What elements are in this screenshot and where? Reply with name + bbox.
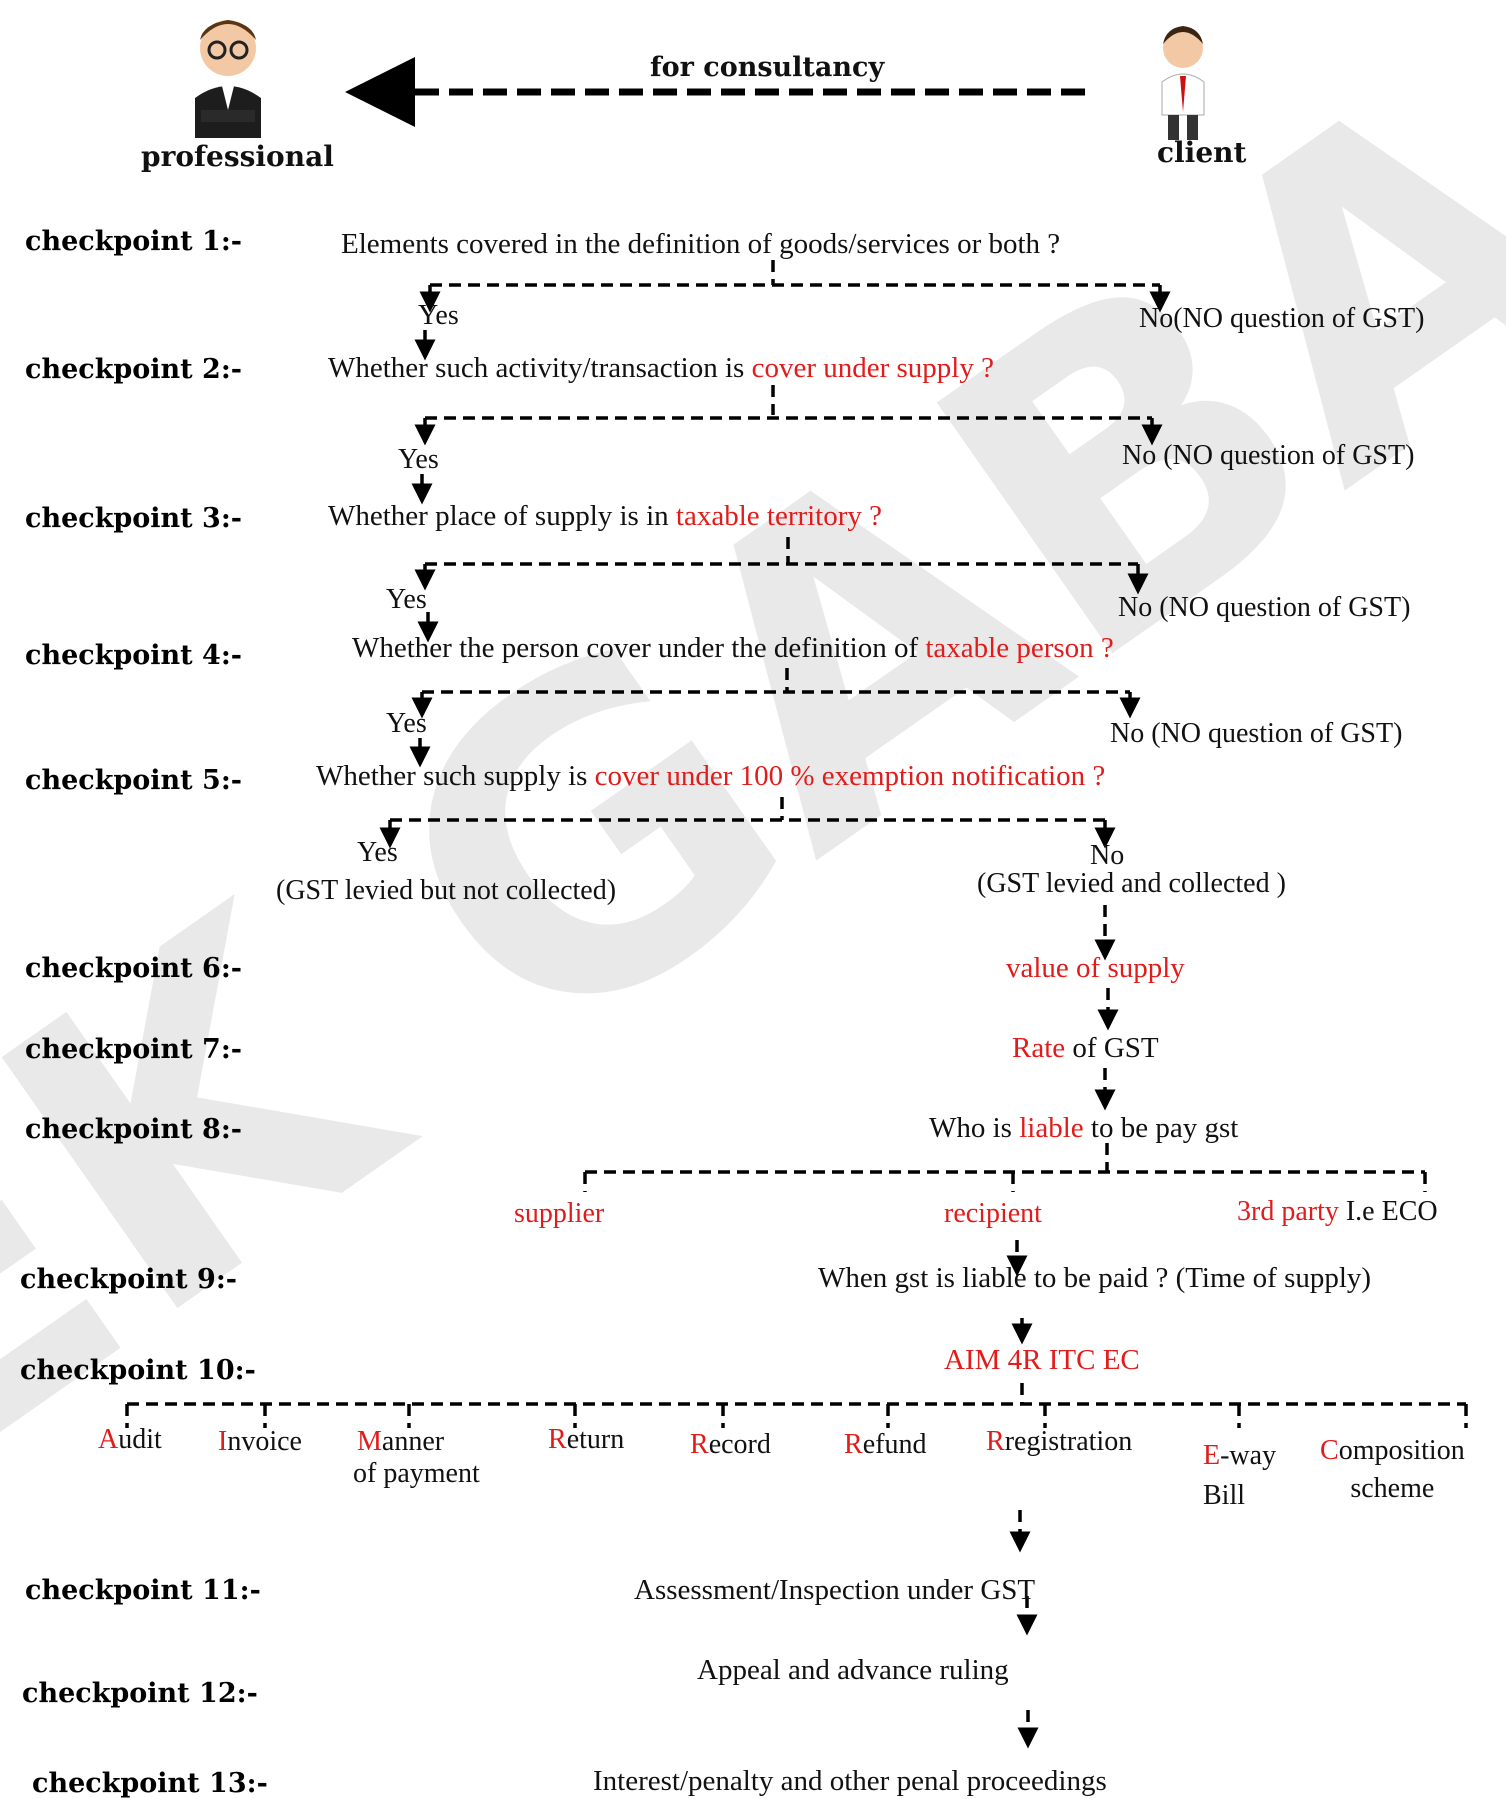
question-6: value of supply xyxy=(1006,952,1185,984)
aim-item-manner-rest: anner xyxy=(381,1426,445,1457)
question-1: Elements covered in the definition of go… xyxy=(341,228,1061,260)
checkpoint-10-label: checkpoint 10:- xyxy=(20,1355,256,1386)
question-5: Whether such supply is cover under 100 %… xyxy=(316,760,1105,793)
answer-4-no: No (NO question of GST) xyxy=(1110,718,1403,749)
professional-avatar-icon xyxy=(183,10,273,138)
liable-third-party-note: I.e ECO xyxy=(1338,1196,1438,1227)
answer-2-no-label: No xyxy=(1122,440,1157,471)
aim-item-registration: Rregistration xyxy=(986,1426,1132,1458)
answer-5-no-note: (GST levied and collected ) xyxy=(977,868,1286,899)
answer-1-no: No(NO question of GST) xyxy=(1139,303,1425,334)
question-3-text: Whether place of supply is in xyxy=(328,500,676,532)
aim-item-composition: Composition scheme xyxy=(1320,1432,1465,1508)
question-10: AIM 4R ITC EC xyxy=(944,1344,1140,1376)
aim-item-eway: E-way Bill xyxy=(1203,1436,1276,1516)
answer-2-yes: Yes xyxy=(398,444,439,475)
answer-5-yes-note: (GST levied but not collected) xyxy=(276,875,617,906)
checkpoint-9-label: checkpoint 9:- xyxy=(20,1264,238,1295)
question-5-highlight: cover under 100 % exemption notification… xyxy=(594,760,1106,792)
question-7-highlight: Rate xyxy=(1012,1032,1066,1064)
answer-2-no-note: (NO question of GST) xyxy=(1156,440,1415,471)
answer-5-yes: Yes xyxy=(357,837,398,868)
question-8-text-c: to be pay gst xyxy=(1083,1112,1239,1144)
aim-item-return: Return xyxy=(548,1424,624,1456)
aim-item-refund-initial: R xyxy=(844,1429,863,1460)
checkpoint-12-label: checkpoint 12:- xyxy=(22,1678,258,1709)
answer-5-no: No xyxy=(1090,840,1125,871)
checkpoint-4-label: checkpoint 4:- xyxy=(25,640,243,671)
aim-item-invoice: Invoice xyxy=(218,1426,302,1458)
question-8: Who is liable to be pay gst xyxy=(929,1112,1238,1145)
liable-third-party-label: 3rd party xyxy=(1237,1196,1339,1227)
question-11: Assessment/Inspection under GST xyxy=(634,1574,1036,1606)
checkpoint-1-label: checkpoint 1:- xyxy=(25,226,243,257)
aim-item-manner-line2: of payment xyxy=(353,1458,480,1489)
aim-item-manner-initial: M xyxy=(357,1426,382,1457)
checkpoint-5-label: checkpoint 5:- xyxy=(25,765,243,796)
question-8-text-a: Who is xyxy=(929,1112,1020,1144)
aim-item-composition-rest: omposition xyxy=(1338,1435,1465,1466)
aim-item-record-rest: ecord xyxy=(708,1429,771,1460)
question-5-text: Whether such supply is xyxy=(316,760,595,792)
client-avatar-icon xyxy=(1148,20,1218,140)
question-13: Interest/penalty and other penal proceed… xyxy=(593,1765,1107,1797)
aim-item-registration-initial: R xyxy=(986,1426,1005,1457)
aim-item-manner: Manner of payment xyxy=(353,1426,480,1490)
liable-recipient: recipient xyxy=(944,1198,1042,1229)
question-4-text: Whether the person cover under the defin… xyxy=(352,632,926,664)
checkpoint-7-label: checkpoint 7:- xyxy=(25,1034,243,1065)
aim-item-eway-line2: Bill xyxy=(1203,1480,1246,1511)
answer-3-yes: Yes xyxy=(386,584,427,615)
professional-label: professional xyxy=(141,140,334,173)
checkpoint-6-label: checkpoint 6:- xyxy=(25,953,243,984)
checkpoint-11-label: checkpoint 11:- xyxy=(25,1575,261,1606)
question-12: Appeal and advance ruling xyxy=(697,1654,1009,1686)
aim-item-composition-line2: scheme xyxy=(1350,1473,1435,1504)
liable-third-party: 3rd party I.e ECO xyxy=(1237,1196,1438,1228)
aim-item-record: Record xyxy=(690,1429,771,1461)
question-3-highlight: taxable territory ? xyxy=(675,500,883,532)
checkpoint-3-label: checkpoint 3:- xyxy=(25,503,243,534)
question-2-highlight: cover under supply ? xyxy=(751,352,994,384)
aim-item-audit-initial: A xyxy=(98,1424,119,1455)
question-2: Whether such activity/transaction is cov… xyxy=(328,352,994,385)
liable-supplier: supplier xyxy=(514,1198,605,1229)
aim-item-record-initial: R xyxy=(690,1429,709,1460)
aim-item-refund-rest: efund xyxy=(862,1429,927,1460)
question-3: Whether place of supply is in taxable te… xyxy=(328,500,882,533)
checkpoint-8-label: checkpoint 8:- xyxy=(25,1114,243,1145)
answer-2-no: No (NO question of GST) xyxy=(1122,440,1414,472)
aim-item-composition-initial: C xyxy=(1320,1435,1339,1466)
answer-3-no-label: No xyxy=(1118,592,1153,623)
question-4-highlight: taxable person ? xyxy=(925,632,1114,664)
client-label: client xyxy=(1157,136,1247,169)
answer-4-yes: Yes xyxy=(386,708,427,739)
aim-item-refund: Refund xyxy=(844,1429,926,1461)
aim-item-eway-initial: E xyxy=(1203,1440,1221,1471)
aim-item-audit-rest: udit xyxy=(118,1424,162,1455)
question-7: Rate of GST xyxy=(1012,1032,1159,1065)
checkpoint-13-label: checkpoint 13:- xyxy=(32,1768,268,1799)
answer-1-yes: Yes xyxy=(418,300,459,331)
aim-item-return-initial: R xyxy=(548,1424,567,1455)
question-4: Whether the person cover under the defin… xyxy=(352,632,1114,665)
aim-item-eway-rest: -way xyxy=(1220,1440,1277,1471)
checkpoint-2-label: checkpoint 2:- xyxy=(25,354,243,385)
question-9: When gst is liable to be paid ? (Time of… xyxy=(818,1262,1372,1294)
aim-item-invoice-initial: I xyxy=(218,1426,228,1457)
aim-item-return-rest: eturn xyxy=(566,1424,625,1455)
aim-item-invoice-rest: nvoice xyxy=(227,1426,302,1457)
consultancy-label: for consultancy xyxy=(650,52,885,83)
answer-3-no: No (NO question of GST) xyxy=(1118,592,1410,624)
question-7-text: of GST xyxy=(1065,1032,1159,1064)
question-8-highlight: liable xyxy=(1019,1112,1084,1144)
answer-3-no-note: (NO question of GST) xyxy=(1152,592,1411,623)
aim-item-registration-rest: registration xyxy=(1004,1426,1133,1457)
aim-item-audit: Audit xyxy=(98,1424,162,1456)
question-2-text: Whether such activity/transaction is xyxy=(328,352,752,384)
